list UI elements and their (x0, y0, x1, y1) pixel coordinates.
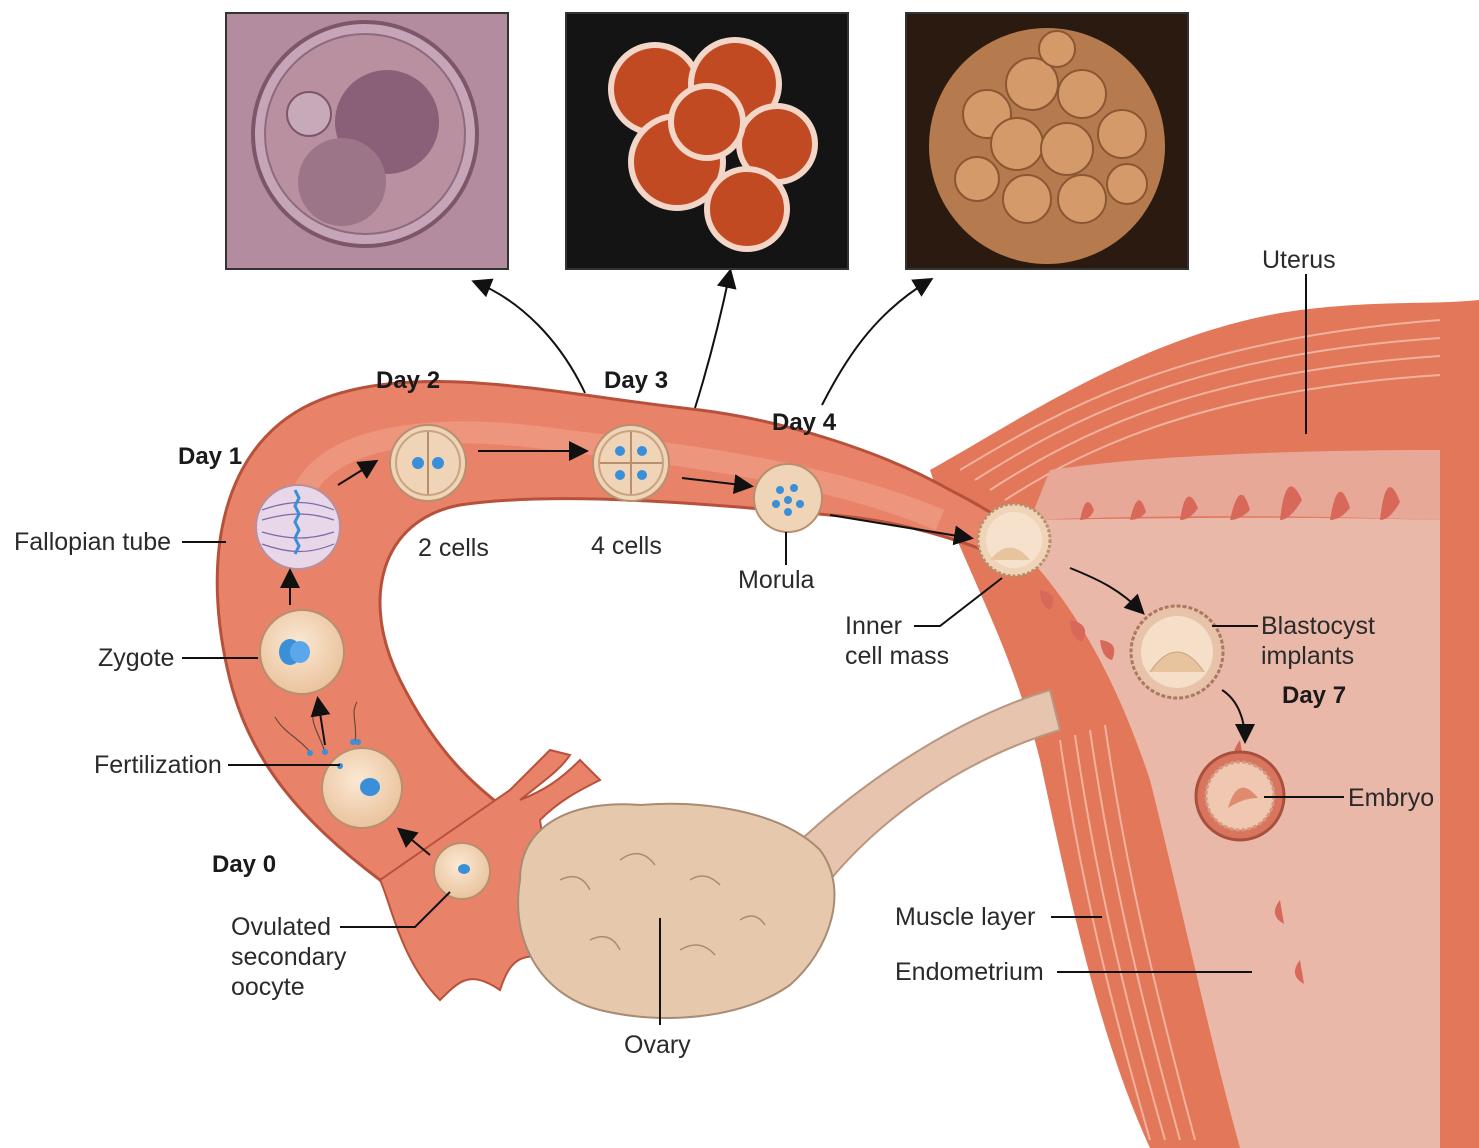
two-cells-label: 2 cells (418, 533, 489, 563)
fertilization-nucleus (360, 778, 380, 796)
endometrium-label: Endometrium (895, 957, 1044, 987)
day2-label: Day 2 (376, 366, 440, 396)
zygote-label: Zygote (98, 643, 174, 673)
oocyte-nucleus (458, 864, 470, 874)
ovary (518, 804, 834, 1018)
photo-morula-sem (565, 12, 849, 270)
morula-label: Morula (738, 565, 814, 595)
fertilization-label: Fertilization (94, 750, 222, 780)
uterus-label: Uterus (1262, 245, 1336, 275)
muscle-layer-label: Muscle layer (895, 902, 1035, 932)
ovulated-oocyte-label: Ovulated secondary oocyte (231, 912, 346, 1002)
inner-cell-mass-label: Inner cell mass (845, 611, 949, 671)
day1-label: Day 1 (178, 442, 242, 472)
four-cells-label: 4 cells (591, 531, 662, 561)
embryo-label: Embryo (1348, 783, 1434, 813)
ovary-label: Ovary (624, 1030, 691, 1060)
day7-label: Day 7 (1282, 681, 1346, 711)
day4-label: Day 4 (772, 408, 836, 438)
photo-two-cell-micrograph (225, 12, 509, 270)
day0-label: Day 0 (212, 850, 276, 880)
fallopian-tube-label: Fallopian tube (14, 527, 171, 557)
day3-label: Day 3 (604, 366, 668, 396)
photo-arrows (475, 272, 930, 408)
photo-blastocyst-sem (905, 12, 1189, 270)
blastocyst-implants-label: Blastocyst implants (1261, 611, 1375, 671)
